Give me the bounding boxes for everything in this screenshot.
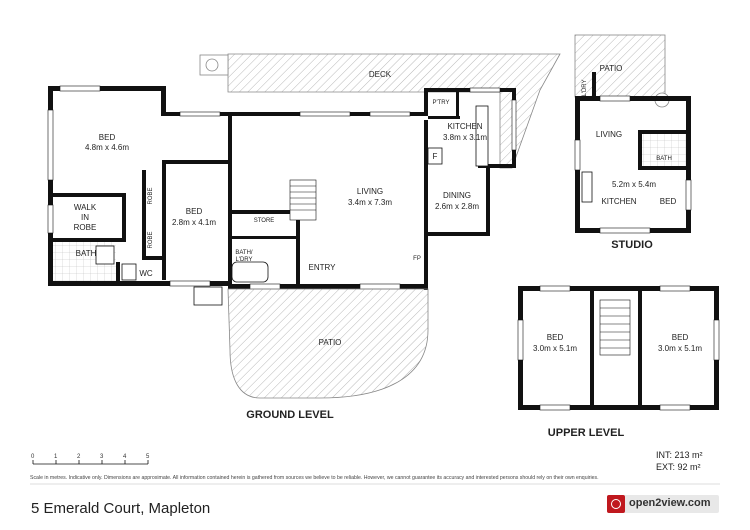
ground-level-walls [48,86,516,290]
entry-label: ENTRY [309,263,337,272]
bath-tub [231,261,269,283]
bath-label: BATH [76,249,97,258]
scale-tick-5: 5 [146,454,150,460]
bath-ldry-label-2: L'DRY [235,257,252,263]
upper-windows [517,285,720,411]
fridge-label: F [433,152,438,161]
deck-area [227,53,561,169]
kitchen-dim: 3.8m x 3.1m [443,133,487,142]
entry-steps [193,286,223,306]
bed2-label: BED [186,207,203,216]
disclaimer-text: Scale in metres. Indicative only. Dimens… [30,475,599,481]
studio-kitchen-label: KITCHEN [601,197,636,206]
studio-dim: 5.2m x 5.4m [612,180,656,189]
scale-tick-0: 0 [31,454,35,460]
walk-in-robe-label-1: WALK [74,203,97,212]
fp-label: FP [413,256,421,262]
deck-plant-icon [205,58,219,72]
studio-windows [574,95,692,234]
walk-in-robe-label-3: ROBE [74,223,97,232]
bed-main-label: BED [99,133,116,142]
ptry-label: P'TRY [432,100,449,106]
ground-level-title: GROUND LEVEL [246,409,334,421]
dining-label: DINING [443,191,471,200]
studio-title: STUDIO [611,239,653,251]
upper-level-title: UPPER LEVEL [548,427,625,439]
studio-ldry-label: L'DRY [582,79,588,96]
bed-main-dim: 4.8m x 4.6m [85,143,129,152]
ground-stairs [289,179,317,221]
store-label: STORE [254,218,275,224]
deck-label: DECK [369,70,392,79]
scale-tick-2: 2 [77,454,81,460]
upper-bed2-label: BED [672,333,689,342]
upper-bed1-dim: 3.0m x 5.1m [533,344,577,353]
scale-tick-1: 1 [54,454,58,460]
studio-bath-label: BATH [656,156,672,162]
fridge-box [427,147,443,165]
scale-bar [32,460,149,465]
kitchen-bench [475,105,489,167]
walk-in-robe-label-2: IN [81,213,89,222]
wc-fixture [121,263,137,281]
studio-kitchen-bench [581,171,593,203]
ground-windows [47,85,517,290]
living-label: LIVING [357,187,383,196]
shower [95,245,115,265]
upper-stairs [599,299,631,356]
studio-patio-area [574,34,666,98]
dining-dim: 2.6m x 2.8m [435,202,479,211]
studio-patio-label: PATIO [600,64,623,73]
robe-label-1: ROBE [148,187,154,204]
studio-bed-label: BED [660,197,677,206]
internal-area: INT: 213 m² [656,450,703,460]
living-dim: 3.4m x 7.3m [348,198,392,207]
brand-text: open2view.com [629,497,711,509]
external-area: EXT: 92 m² [656,462,701,472]
patio-label: PATIO [319,338,342,347]
brand-logo[interactable]: open2view.com [607,495,719,513]
robe-label-2: ROBE [148,231,154,248]
upper-bed2-dim: 3.0m x 5.1m [658,344,702,353]
upper-bed1-label: BED [547,333,564,342]
kitchen-label: KITCHEN [447,122,482,131]
bed2-dim: 2.8m x 4.1m [172,218,216,227]
brand-mark-icon [607,495,625,513]
scale-tick-3: 3 [100,454,104,460]
property-address: 5 Emerald Court, Mapleton [31,500,211,517]
patio-area [227,288,429,399]
studio-living-label: LIVING [596,130,622,139]
scale-tick-4: 4 [123,454,127,460]
bath-ldry-label-1: BATH/ [235,250,253,256]
wc-label: WC [139,269,153,278]
studio-bath-floor [642,134,686,166]
